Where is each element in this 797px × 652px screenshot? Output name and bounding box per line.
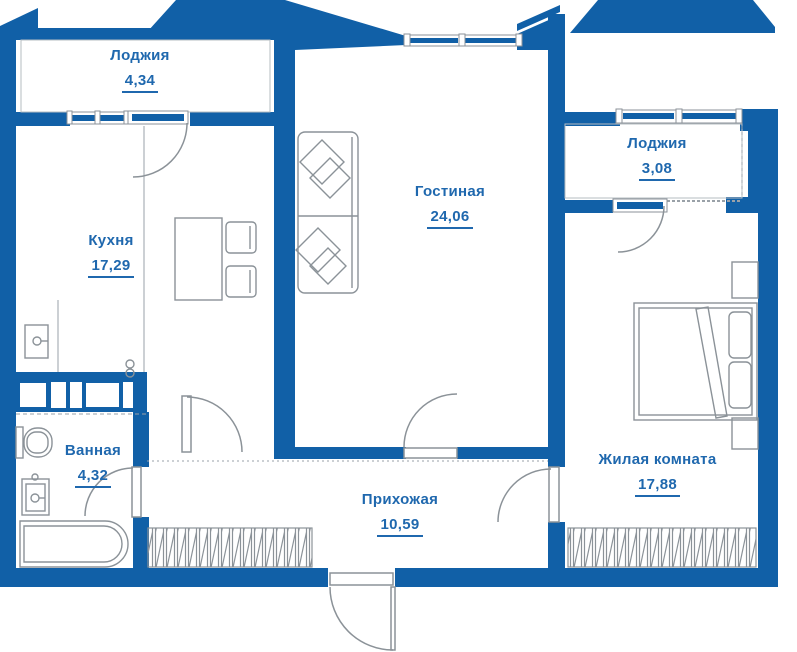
room-name: Прихожая — [361, 491, 439, 508]
room-label-hallway: Прихожая 10,59 — [335, 491, 465, 537]
living-room-door-arc — [403, 393, 458, 448]
doors — [84, 122, 665, 651]
bathroom-door-arc — [84, 467, 134, 517]
room-name: Жилая комната — [598, 451, 717, 468]
room-area: 17,88 — [634, 476, 681, 497]
nightstands — [731, 261, 759, 450]
room-label-bathroom: Ванная 4,32 — [32, 442, 154, 488]
balcony-door-arc-loggia-1 — [132, 122, 188, 178]
room-name: Ванная — [64, 442, 122, 459]
toilet — [15, 426, 53, 459]
room-label-living-room: Гостиная 24,06 — [385, 183, 515, 229]
room-area: 4,32 — [74, 467, 112, 488]
room-area: 3,08 — [638, 160, 676, 181]
room-label-kitchen: Кухня 17,29 — [46, 232, 176, 278]
sofa — [295, 131, 359, 294]
boiler — [24, 324, 135, 378]
room-area: 17,29 — [88, 257, 134, 278]
guide-lines — [16, 39, 743, 462]
bed — [633, 302, 758, 421]
room-name: Лоджия — [627, 135, 687, 152]
room-name: Кухня — [88, 232, 134, 249]
room-area: 10,59 — [377, 516, 423, 537]
bathroom-door-leaf — [131, 466, 142, 518]
entrance-door-arc — [329, 586, 394, 651]
kitchen-table-and-chairs — [174, 217, 257, 301]
living-room-door-leaf — [403, 447, 458, 459]
kitchen-door-leaf — [181, 395, 192, 453]
room-label-loggia-1: Лоджия 4,34 — [75, 47, 205, 93]
room-name: Лоджия — [110, 47, 170, 64]
hallway-wardrobe — [147, 527, 313, 568]
entrance-door-leaf — [390, 586, 396, 651]
room-label-loggia-2: Лоджия 3,08 — [592, 135, 722, 181]
wardrobes — [147, 527, 757, 568]
vent-shaft-voids — [20, 382, 133, 408]
sink — [21, 473, 50, 516]
bedroom-door-arc — [497, 468, 552, 523]
bathtub — [19, 520, 129, 568]
balcony-door-arc-loggia-2 — [617, 205, 665, 253]
room-area: 24,06 — [427, 208, 473, 229]
kitchen-door-arc — [186, 396, 243, 453]
room-area: 4,34 — [121, 72, 159, 93]
room-name: Гостиная — [414, 183, 486, 200]
entrance-door-threshold — [329, 572, 394, 586]
bedroom-wardrobe — [567, 527, 757, 568]
windows — [66, 33, 743, 213]
room-label-bedroom: Жилая комната 17,88 — [575, 451, 740, 497]
walls — [0, 0, 778, 587]
bedroom-door-leaf — [548, 466, 560, 523]
